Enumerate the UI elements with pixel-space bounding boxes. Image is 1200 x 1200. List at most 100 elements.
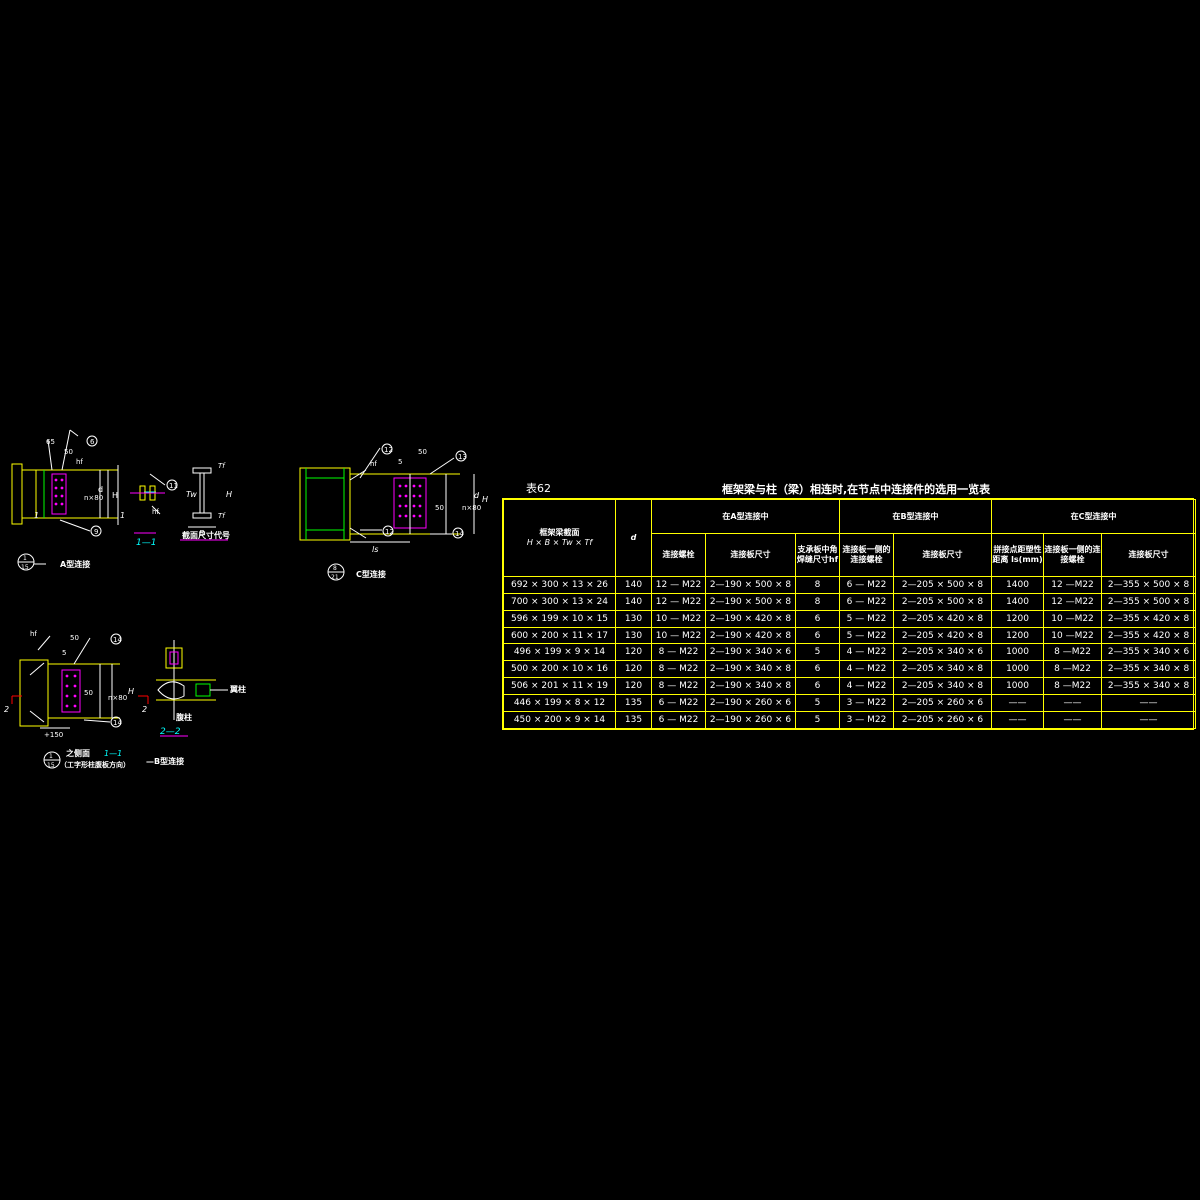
table-cell: 1000 — [991, 660, 1045, 679]
table-cell: 4 — M22 — [839, 643, 894, 662]
table-cell: 8 —M22 — [1043, 643, 1103, 662]
table-cell: 2—190 × 260 × 6 — [705, 694, 796, 713]
section-2-2-label: 2—2 — [160, 727, 181, 737]
a-type-connection-drawing — [11, 429, 119, 537]
sub-header-2: 支承板中角焊缝尺寸hf — [795, 532, 840, 577]
table-cell: 2—190 × 340 × 6 — [705, 643, 796, 662]
table-cell: 8 — [795, 592, 840, 611]
dim-h-c: H — [482, 495, 488, 504]
table-cell: 3 — M22 — [839, 694, 894, 713]
table-cell: 2—190 × 420 × 8 — [705, 626, 796, 645]
col-beam-title: 框架梁截面 — [539, 527, 580, 537]
b-circle-bottom: 15 — [47, 762, 55, 769]
table-cell: 6 — M22 — [651, 694, 706, 713]
dim-50-b2: 50 — [84, 689, 93, 697]
dim-hf-11: hf — [152, 508, 159, 516]
col-beam-header: 框架梁截面 H × B × Tw × Tf — [503, 499, 616, 577]
dim-h-b: H — [128, 687, 134, 696]
sub-header-5: 拼接点距塑性距离 ls(mm) — [991, 532, 1045, 577]
table-cell: 2—190 × 260 × 6 — [705, 711, 796, 729]
dim-50-c2: 50 — [435, 504, 444, 512]
b-type-detail-mark — [43, 751, 61, 769]
label-2-b-right: 2 — [142, 705, 147, 714]
table-cell: 135 — [615, 694, 652, 713]
table-number: 表62 — [526, 482, 551, 495]
table-cell: 1400 — [991, 575, 1045, 594]
dim-5-c: 5 — [398, 458, 402, 466]
table-cell: 6 — M22 — [651, 711, 706, 729]
table-cell: 130 — [615, 626, 652, 645]
col-beam-subtitle: H × B × Tw × Tf — [526, 537, 593, 547]
table-cell: —— — [1101, 711, 1197, 729]
section-1-1-label: 1—1 — [136, 538, 156, 548]
table-cell: 4 — M22 — [839, 677, 894, 696]
table-cell: 2—205 × 260 × 6 — [892, 711, 993, 729]
callout-14-text-c: 14 — [455, 530, 464, 538]
dim-50-a: 50 — [64, 448, 73, 456]
callout-11-text: 11 — [169, 482, 178, 490]
table-cell: —— — [1043, 711, 1103, 729]
c-type-label: C型连接 — [356, 569, 386, 579]
dim-n80-a: n×80 — [84, 494, 103, 502]
table-cell: 120 — [615, 677, 652, 696]
dim-n80-c: n×80 — [462, 504, 481, 512]
dim-150-b: +150 — [44, 731, 63, 739]
label-2-b-left: 2 — [4, 705, 9, 714]
section-code-drawing — [180, 467, 228, 541]
table-cell: 2—355 × 420 × 8 — [1101, 626, 1197, 645]
group-b-header: 在B型连接中 — [838, 499, 993, 534]
table-cell: —— — [991, 711, 1045, 729]
dim-65-a: 65 — [46, 438, 55, 446]
table-cell: 130 — [615, 609, 652, 628]
table-cell: 2—205 × 340 × 8 — [892, 677, 993, 696]
table-cell: 1000 — [991, 643, 1045, 662]
table-cell: 2—205 × 340 × 6 — [892, 643, 993, 662]
b-type-connection-drawing — [11, 633, 149, 729]
col-d-header: d — [615, 499, 652, 577]
table-cell: 8 —M22 — [1043, 660, 1103, 679]
dim-d-c: d — [474, 491, 480, 500]
table-cell: 120 — [615, 660, 652, 679]
table-cell: 2—205 × 260 × 6 — [892, 694, 993, 713]
table-cell: 700 × 300 × 13 × 24 — [503, 592, 616, 611]
table-cell: 4 — M22 — [839, 660, 894, 679]
section-code-label: 截面尺寸代号 — [182, 530, 230, 540]
table-cell: 6 — [795, 677, 840, 696]
table-cell: 5 — [795, 643, 840, 662]
sub-header-4: 连接板尺寸 — [892, 532, 993, 577]
table-cell: 10 —M22 — [1043, 626, 1103, 645]
tag-web: 腹柱 — [175, 712, 192, 722]
table-cell: 12 —M22 — [1043, 592, 1103, 611]
table-cell: 1000 — [991, 677, 1045, 696]
dim-ls-c: ls — [372, 545, 378, 554]
table-cell: 2—355 × 500 × 8 — [1101, 592, 1197, 611]
table-cell: 10 — M22 — [651, 626, 706, 645]
table-title: 框架梁与柱（梁）相连时,在节点中连接件的选用一览表 — [722, 483, 991, 496]
dim-tf-top: Tf — [218, 462, 226, 470]
b-label-side: 之侧面 — [66, 748, 90, 758]
table-cell: 2—190 × 500 × 8 — [705, 592, 796, 611]
table-cell: 600 × 200 × 11 × 17 — [503, 626, 616, 645]
table-cell: 450 × 200 × 9 × 14 — [503, 711, 616, 729]
sub-header-3: 连接板一侧的连接螺栓 — [839, 532, 894, 577]
dim-b-section: B — [199, 529, 205, 538]
table-cell: 2—355 × 340 × 6 — [1101, 643, 1197, 662]
dim-n80-b: n×80 — [108, 694, 127, 702]
dim-h-section: H — [226, 490, 232, 499]
dim-h-a: H — [112, 491, 118, 500]
table-cell: 2—190 × 340 × 8 — [705, 677, 796, 696]
table-cell: 496 × 199 × 9 × 14 — [503, 643, 616, 662]
table-cell: 5 — [795, 711, 840, 729]
c-type-connection-drawing — [299, 443, 475, 543]
table-cell: 8 — M22 — [651, 660, 706, 679]
tag-flange: 翼柱 — [229, 684, 246, 694]
label-i-a-right: 1 — [120, 511, 125, 520]
b-type-label: —B型连接 — [146, 756, 184, 766]
table-cell: 5 — M22 — [839, 609, 894, 628]
